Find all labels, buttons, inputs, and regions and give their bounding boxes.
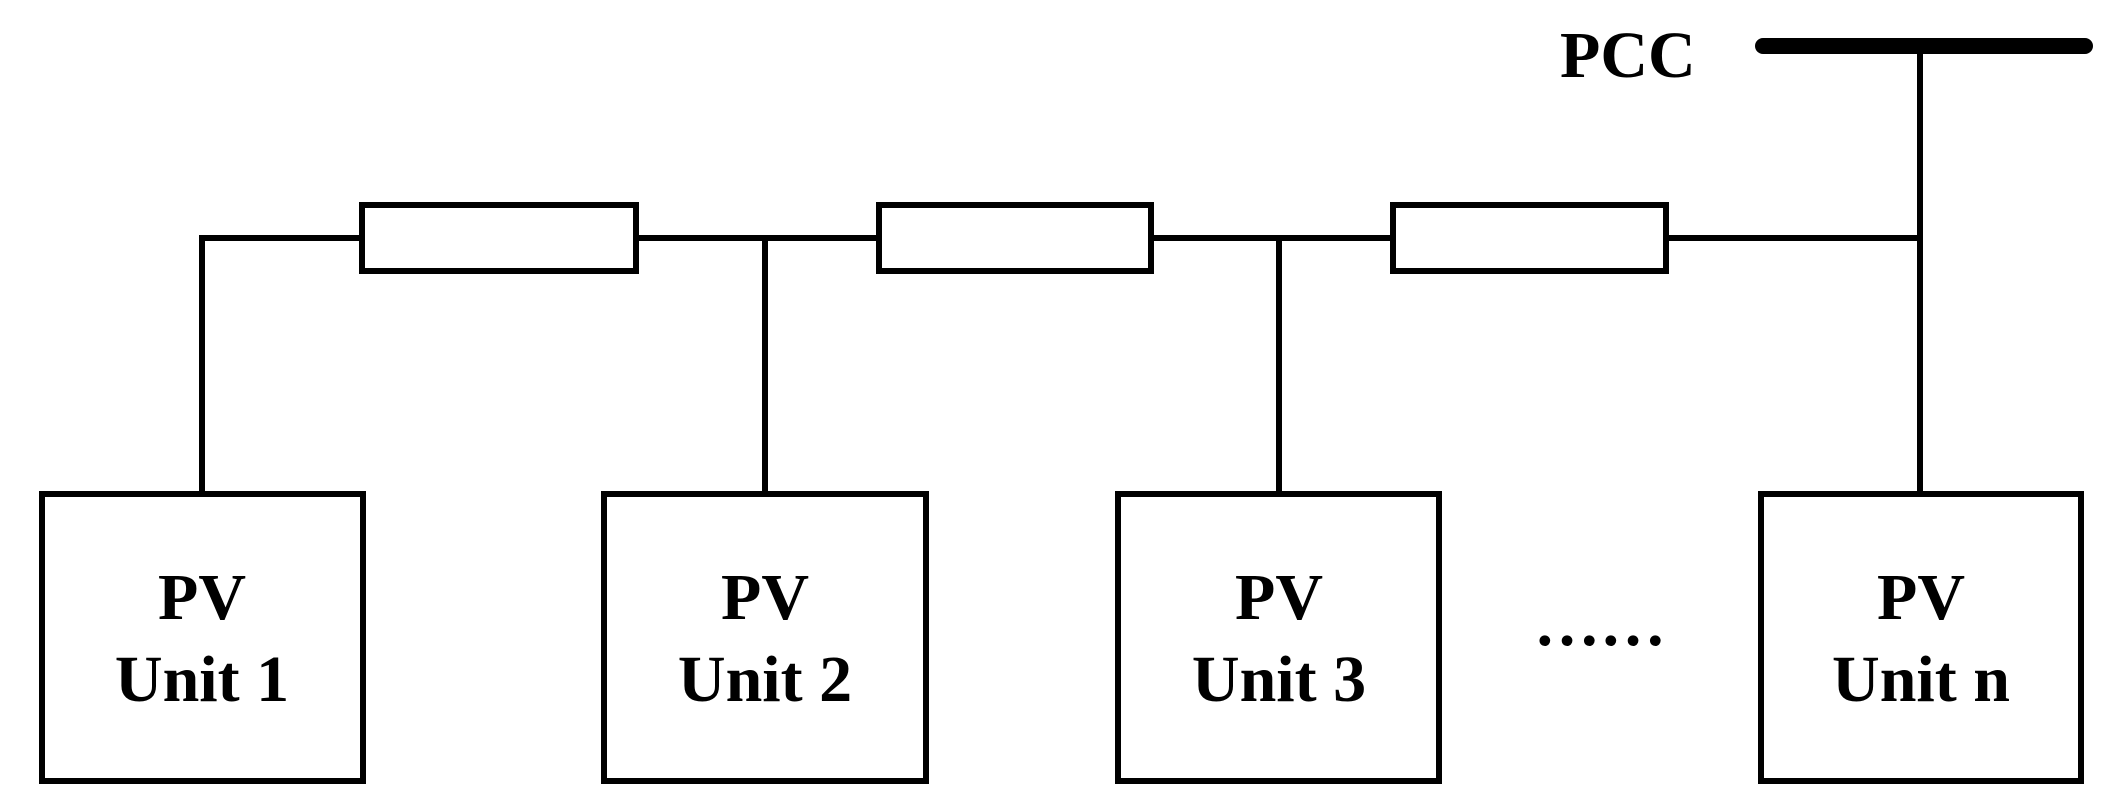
pv-unit-3-line1: PV [1235,561,1323,634]
pv-unit-n-line2: Unit n [1832,643,2010,716]
pv-unit-2: PV Unit 2 [601,491,929,784]
unit1-drop-wire [199,235,365,491]
pv-unit-n: PV Unit n [1758,491,2084,784]
pv-unit-n-line1: PV [1877,561,1965,634]
pcc-label: PCC [1560,19,1696,92]
pv-unit-1-line2: Unit 1 [115,643,289,716]
pv-unit-3: PV Unit 3 [1115,491,1442,784]
pv-unit-2-line2: Unit 2 [678,643,852,716]
pv-unit-2-line1: PV [721,561,809,634]
ellipsis: …… [1534,587,1666,660]
line-impedance-3 [1390,202,1669,274]
pv-unit-3-line2: Unit 3 [1192,643,1366,716]
line-impedance-2 [876,202,1154,274]
pv-unit-1: PV Unit 1 [39,491,366,784]
line-impedance-1 [359,202,639,274]
pv-unit-1-line1: PV [158,561,246,634]
